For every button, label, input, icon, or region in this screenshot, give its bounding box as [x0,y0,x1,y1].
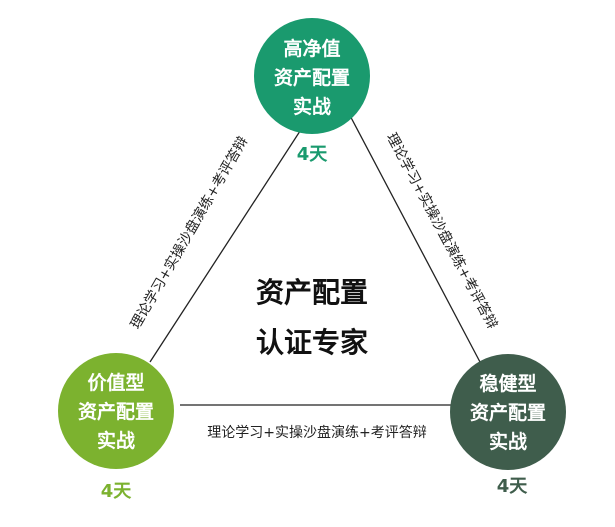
node-top-line-3: 实战 [293,95,331,118]
node-top-line-1: 高净值 [283,37,340,60]
node-right-days: 4天 [497,476,529,497]
node-circle-top [254,18,370,134]
node-right-line-2: 资产配置 [470,401,546,424]
node-circle-left [58,353,174,469]
node-right-line-3: 实战 [489,430,527,453]
node-circle-right [450,354,566,470]
edge-line-right [345,107,481,363]
edge-label-right: 理论学习+实操沙盘演练+考评答辩 [383,130,501,332]
node-top-line-2: 资产配置 [274,66,350,89]
node-left-days: 4天 [101,481,133,502]
node-left-line-3: 实战 [97,429,135,452]
node-left-line-2: 资产配置 [78,400,154,423]
center-title-line-2: 认证专家 [256,326,368,359]
node-right-line-1: 稳健型 [479,372,536,395]
center-title-line-1: 资产配置 [256,276,368,309]
edge-label-bottom: 理论学习+实操沙盘演练+考评答辩 [207,424,426,441]
node-left-line-1: 价值型 [87,371,144,394]
edge-line-left [149,107,316,363]
node-top-days: 4天 [297,144,329,165]
